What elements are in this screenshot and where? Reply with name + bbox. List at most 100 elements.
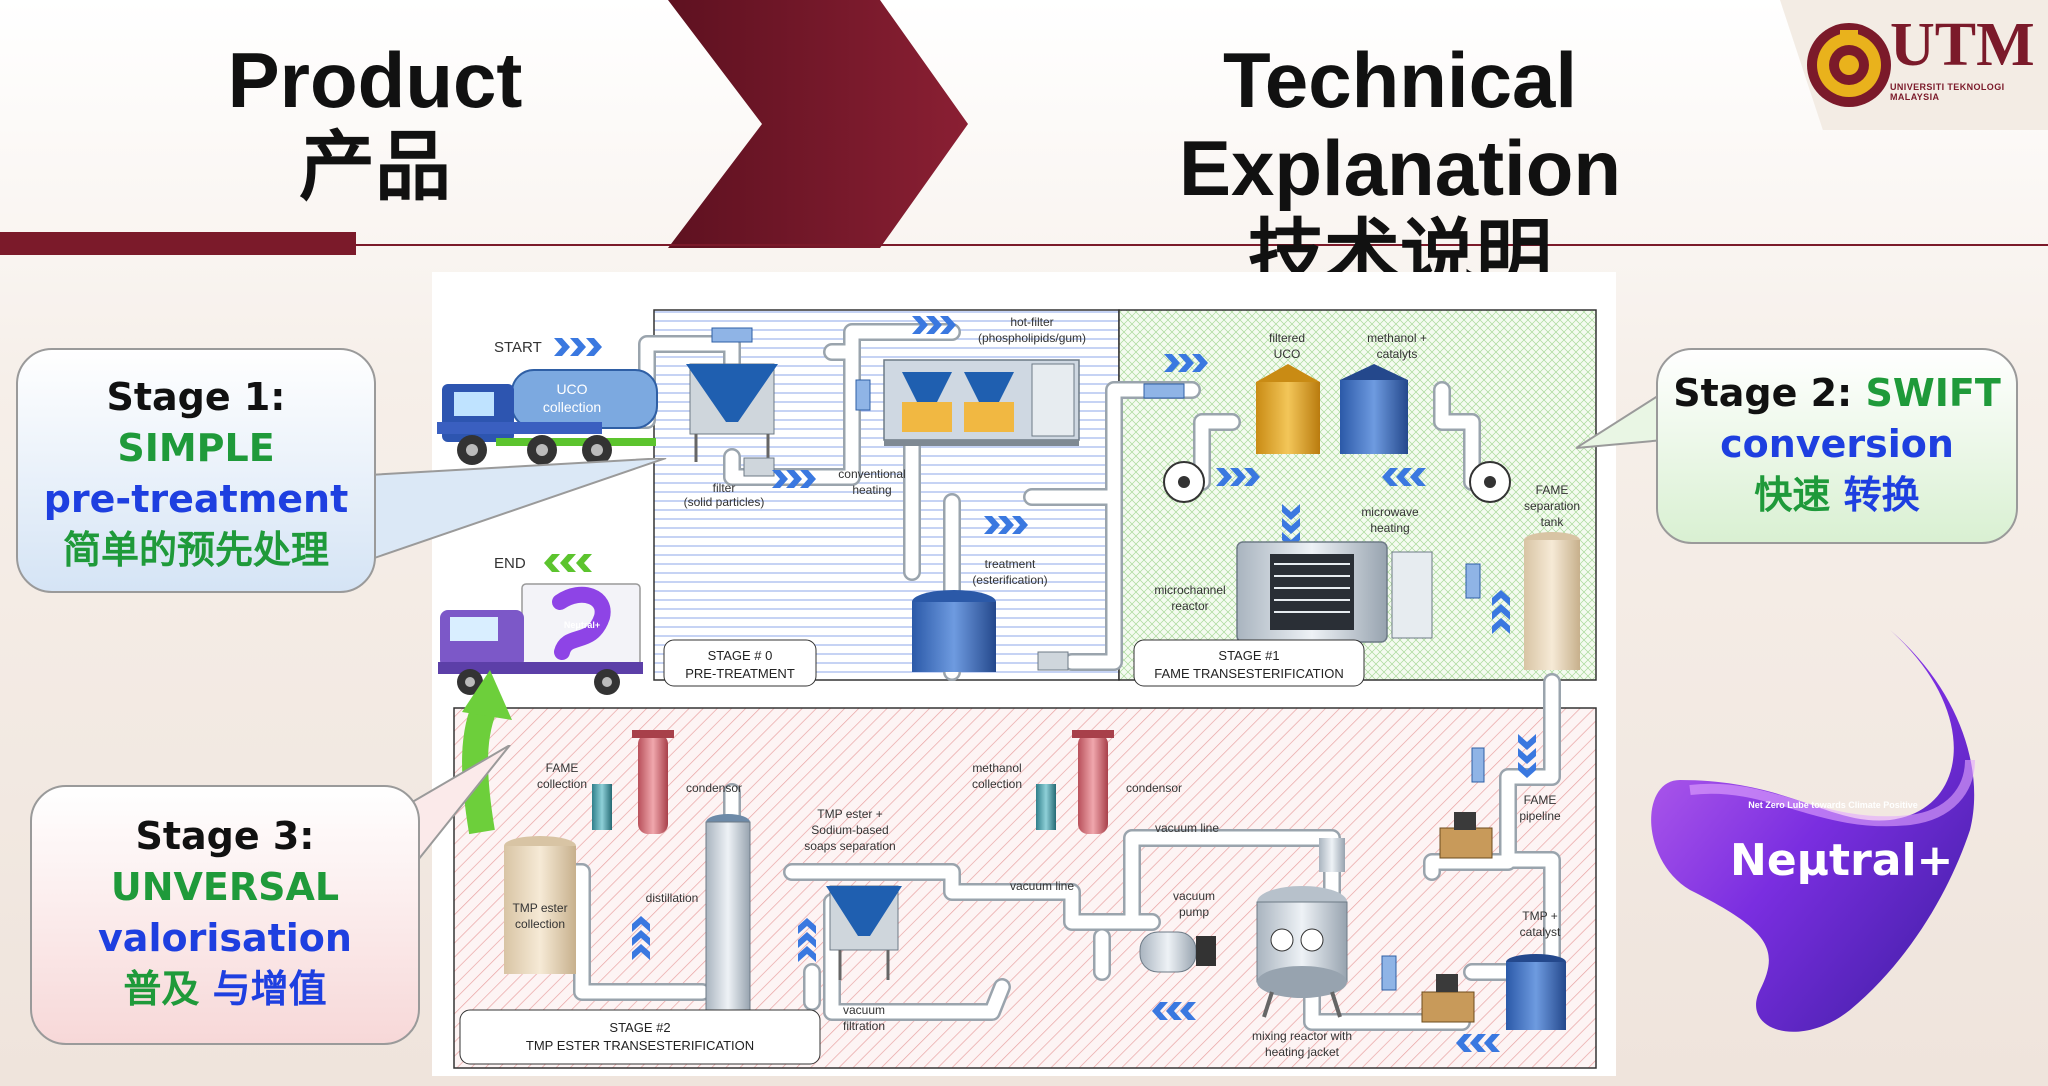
label-vacuum-pump: vacuum <box>1173 889 1215 903</box>
flow-meter-upper-icon <box>1439 812 1493 859</box>
header-banner <box>0 0 2048 255</box>
stage1-callout-zh: 简单的预先处理 <box>62 528 329 572</box>
label-fame: FAME <box>1536 483 1569 497</box>
truck-label-collection: collection <box>543 399 601 415</box>
filtered-uco-tank-icon <box>1256 364 1320 454</box>
fame-separation-tank-icon <box>1524 532 1580 670</box>
utm-logo-text: UTM <box>1890 11 2035 79</box>
label-filtered: filtered <box>1269 331 1305 345</box>
technical-title-en: Technical Explanation <box>1178 36 1622 212</box>
stage2-callout: Stage 2: SWIFT conversion 快速 转换 <box>1576 348 2018 544</box>
product-title: Product 产品 <box>190 36 560 210</box>
green-arrowhead-icon <box>462 670 512 720</box>
label-filter-sub: (solid particles) <box>684 495 765 509</box>
stage1-title: STAGE #1 <box>1218 648 1279 663</box>
vacuum-pump-icon <box>1139 931 1216 973</box>
label-heating: heating <box>852 483 891 497</box>
end-label: END <box>494 555 526 572</box>
stage3-callout: Stage 3: UNVERSAL valorisation 普及 与增值 <box>30 745 511 1045</box>
stage2-callout-zh2: 转换 <box>1843 473 1920 517</box>
tmp-catalyst-tank-icon <box>1506 954 1566 1030</box>
label-tmp-ester-coll: TMP ester <box>512 901 567 915</box>
label-methanol: methanol + <box>1367 331 1427 345</box>
stage2-callout-word2: conversion <box>1720 422 1954 466</box>
neutral-plus-logo: Net Zero Lube towards Climate Positive N… <box>1650 630 1980 1060</box>
stage2-callout-title: Stage 2: <box>1673 371 1866 415</box>
mixing-reactor-icon <box>1256 838 1348 1018</box>
tmp-ester-collection-tank-icon <box>504 836 576 974</box>
label-catalyst: catalyst <box>1520 925 1561 939</box>
utm-logo: UTM UNIVERSITI TEKNOLOGI MALAYSIA <box>1780 0 2048 130</box>
stage1-callout: Stage 1: SIMPLE pre-treatment 简单的预先处理 <box>16 348 667 593</box>
neutral-plus-tagline: Net Zero Lube towards Climate Positive <box>1748 800 1918 810</box>
stage0-title: STAGE # 0 <box>708 648 773 663</box>
label-treatment-sub: (esterification) <box>972 573 1047 587</box>
label-condensor-a: condensor <box>686 781 742 795</box>
header-underline-right <box>356 244 2048 246</box>
neutral-plus-name: Neμtral+ <box>1730 835 1954 886</box>
label-filter: filter <box>713 481 736 495</box>
label-vacuum-line-b: vacuum line <box>1155 821 1219 835</box>
stage3-callout-box: Stage 3: UNVERSAL valorisation 普及 与增值 <box>30 785 420 1045</box>
technical-title: Technical Explanation 技术说明 <box>1000 36 1800 298</box>
start-label: START <box>494 339 542 356</box>
label-uco: UCO <box>1274 347 1301 361</box>
stage1-callout-box: Stage 1: SIMPLE pre-treatment 简单的预先处理 <box>16 348 376 593</box>
label-heating-jacket: heating jacket <box>1265 1045 1340 1059</box>
label-tmp-ester-collection: collection <box>515 917 565 931</box>
hot-filter-unit-icon <box>883 359 1080 446</box>
label-pipeline: pipeline <box>1519 809 1561 823</box>
label-treatment: treatment <box>985 557 1036 571</box>
pipe-valve-icon <box>1471 747 1485 783</box>
stage2-callout-box: Stage 2: SWIFT conversion 快速 转换 <box>1656 348 2018 544</box>
pump-left-icon <box>1163 461 1205 503</box>
end-truck-brand: Neμtral+ <box>564 620 600 630</box>
product-title-zh: 产品 <box>299 122 451 211</box>
label-filtration: filtration <box>843 1019 885 1033</box>
label-hot-filter: hot-filter <box>1010 315 1053 329</box>
label-distillation: distillation <box>646 891 699 905</box>
stage1-subtitle: FAME TRANSESTERIFICATION <box>1154 666 1343 681</box>
stage2-callout-zh1: 快速 <box>1754 473 1831 517</box>
label-fame-pipe: FAME <box>1524 793 1557 807</box>
label-fame-collection: collection <box>537 777 587 791</box>
condensor-right-icon <box>1072 730 1114 834</box>
methanol-collection-bottle-icon <box>1036 784 1056 830</box>
esterification-tank-icon <box>912 590 996 672</box>
stage3-callout-word1: UNVERSAL <box>110 865 340 909</box>
stage2-label-box <box>459 1009 821 1065</box>
stage2-title: STAGE #2 <box>609 1020 670 1035</box>
end-arrows-icon <box>544 554 592 572</box>
label-tank: tank <box>1541 515 1565 529</box>
product-title-en: Product <box>227 36 523 124</box>
label-catalyts: catalyts <box>1377 347 1418 361</box>
flow-meter-lower-icon <box>1421 974 1475 1023</box>
label-vacuum-line-a: vacuum line <box>1010 879 1074 893</box>
filter-funnel-icon <box>686 363 778 462</box>
stage3-callout-title: Stage 3: <box>135 814 315 858</box>
label-microwave-heating: heating <box>1370 521 1409 535</box>
stage1-callout-word2: pre-treatment <box>43 477 349 521</box>
label-sodium: Sodium-based <box>811 823 888 837</box>
label-tmp: TMP + <box>1522 909 1557 923</box>
pump-small-icon <box>743 457 775 477</box>
callout-tail <box>316 458 667 580</box>
start-arrows-icon <box>554 338 602 356</box>
neutral-plus-wave-icon <box>1651 630 1975 1032</box>
neutral-product-truck-icon <box>438 583 643 695</box>
stage0-label-box <box>663 639 817 687</box>
methanol-catalyst-tank-icon <box>1340 364 1408 454</box>
fame-collection-bottle-icon <box>592 784 612 830</box>
label-microwave: microwave <box>1361 505 1419 519</box>
label-pump: pump <box>1179 905 1209 919</box>
distillation-column-icon <box>698 814 758 1024</box>
stage3-callout-word2: valorisation <box>98 916 352 960</box>
pipe-valve-icon <box>1381 955 1397 991</box>
stage1-callout-word1: SIMPLE <box>117 426 275 470</box>
stage2-subtitle: TMP ESTER TRANSESTERIFICATION <box>526 1038 754 1053</box>
uco-collection-truck-icon <box>437 369 658 465</box>
pipe-valve-icon <box>855 379 871 411</box>
stage2-callout-word1: SWIFT <box>1865 371 2001 415</box>
chevron-arrow <box>668 0 968 248</box>
utm-logo-subtitle: UNIVERSITI TEKNOLOGI MALAYSIA <box>1890 82 2005 102</box>
